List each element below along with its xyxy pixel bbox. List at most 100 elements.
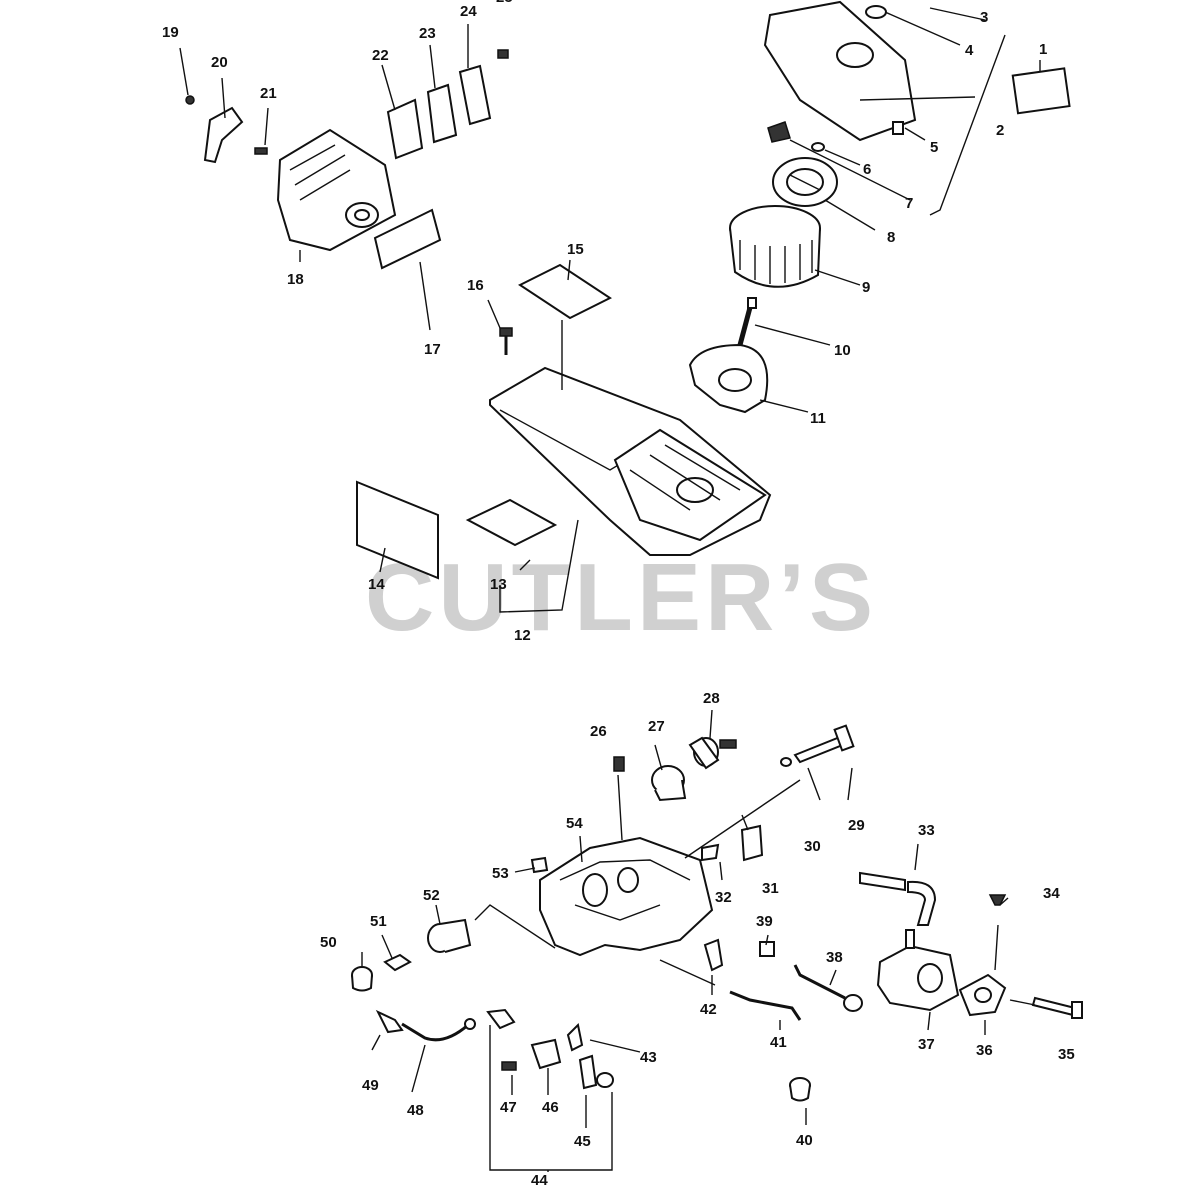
- plate-24: [458, 64, 492, 126]
- callout-6: 6: [863, 161, 871, 178]
- callout-2: 2: [996, 122, 1004, 139]
- shroud-screw: [499, 327, 513, 355]
- valve-28: [688, 736, 737, 770]
- callout-16: 16: [467, 277, 484, 294]
- air-filter: [729, 205, 821, 288]
- top-shroud: [489, 366, 772, 556]
- callout-43: 43: [640, 1049, 657, 1066]
- callout-31: 31: [762, 880, 779, 897]
- choke-rod: [793, 964, 863, 1012]
- o-ring-30: [780, 757, 792, 767]
- callout-15: 15: [567, 241, 584, 258]
- callout-47: 47: [500, 1099, 517, 1116]
- bracket-43: [566, 1022, 584, 1052]
- callout-32: 32: [715, 889, 732, 906]
- callout-46: 46: [542, 1099, 559, 1116]
- callout-39: 39: [756, 913, 773, 930]
- bracket-20: [203, 106, 244, 164]
- screw-19: [185, 95, 195, 105]
- callout-14: 14: [368, 576, 385, 593]
- callout-49: 49: [362, 1077, 379, 1094]
- callout-labels: 1 2 3 4 5 6 7 8 9 10 11 12 13 14 15 16 1…: [162, 0, 1075, 1189]
- callout-53: 53: [492, 865, 509, 882]
- plate-45: [578, 1054, 598, 1090]
- callout-5: 5: [930, 139, 938, 156]
- fuel-line: [375, 1008, 516, 1042]
- muffler-gasket: [373, 208, 442, 270]
- screw-25: [497, 49, 509, 59]
- gasket-31: [740, 824, 764, 862]
- callout-24: 24: [460, 3, 477, 20]
- o-ring: [811, 142, 825, 152]
- screw-21: [254, 147, 268, 155]
- callout-30: 30: [804, 838, 821, 855]
- muffler: [276, 128, 397, 252]
- callout-42: 42: [700, 1001, 717, 1018]
- air-filter-cover: [763, 0, 976, 142]
- filter-cap: [772, 157, 838, 207]
- callout-50: 50: [320, 934, 337, 951]
- bracket-42: [703, 938, 724, 972]
- callout-33: 33: [918, 822, 935, 839]
- carburetor: [876, 929, 960, 1012]
- callout-3: 3: [980, 9, 988, 26]
- callout-38: 38: [826, 949, 843, 966]
- callout-26: 26: [590, 723, 607, 740]
- throttle-rod: [729, 990, 802, 1021]
- callout-7: 7: [905, 195, 913, 212]
- callout-36: 36: [976, 1042, 993, 1059]
- screw-47: [501, 1061, 517, 1071]
- gasket-23: [426, 83, 458, 144]
- filter-stud: [737, 297, 757, 346]
- bolt-35: [1031, 996, 1083, 1019]
- plug-32: [701, 843, 720, 862]
- spark-screen: [386, 98, 424, 160]
- bottom-leaders: [361, 709, 1036, 1172]
- callout-28: 28: [703, 690, 720, 707]
- callout-11: 11: [810, 410, 826, 427]
- insulator-36: [958, 973, 1007, 1017]
- callout-41: 41: [770, 1034, 787, 1051]
- callout-45: 45: [574, 1133, 591, 1150]
- lever-46: [530, 1038, 562, 1070]
- filter-base: [688, 343, 769, 414]
- grommet: [865, 5, 887, 19]
- bolt-29: [793, 724, 855, 764]
- clip-39: [759, 941, 775, 957]
- decal-14: [356, 480, 439, 580]
- top-leaders: [179, 7, 1041, 613]
- cover-knob: [767, 121, 791, 143]
- callout-40: 40: [796, 1132, 813, 1149]
- callout-25: 25: [496, 0, 513, 6]
- callout-35: 35: [1058, 1046, 1075, 1063]
- callout-21: 21: [260, 85, 277, 102]
- callout-37: 37: [918, 1036, 935, 1053]
- fitting-53: [530, 856, 549, 874]
- cap-50: [351, 966, 373, 992]
- callout-9: 9: [862, 279, 870, 296]
- damper-27: [651, 765, 687, 802]
- callout-18: 18: [287, 271, 304, 288]
- callout-12: 12: [514, 627, 531, 644]
- callout-10: 10: [834, 342, 851, 359]
- fuel-hose: [859, 871, 937, 926]
- callout-20: 20: [211, 54, 228, 71]
- callout-27: 27: [648, 718, 665, 735]
- callout-22: 22: [372, 47, 389, 64]
- callout-44: 44: [531, 1172, 548, 1189]
- decal-13: [465, 498, 558, 547]
- callout-1: 1: [1039, 41, 1047, 58]
- callout-8: 8: [887, 229, 895, 246]
- callout-17: 17: [424, 341, 441, 358]
- callout-4: 4: [965, 42, 974, 59]
- callout-19: 19: [162, 24, 179, 41]
- callout-29: 29: [848, 817, 865, 834]
- cover-screw: [892, 121, 904, 135]
- decal: [1011, 67, 1071, 115]
- tank-housing: [539, 836, 714, 957]
- decal-15: [518, 263, 612, 320]
- callout-52: 52: [423, 887, 440, 904]
- callout-54: 54: [566, 815, 583, 832]
- callout-23: 23: [419, 25, 436, 42]
